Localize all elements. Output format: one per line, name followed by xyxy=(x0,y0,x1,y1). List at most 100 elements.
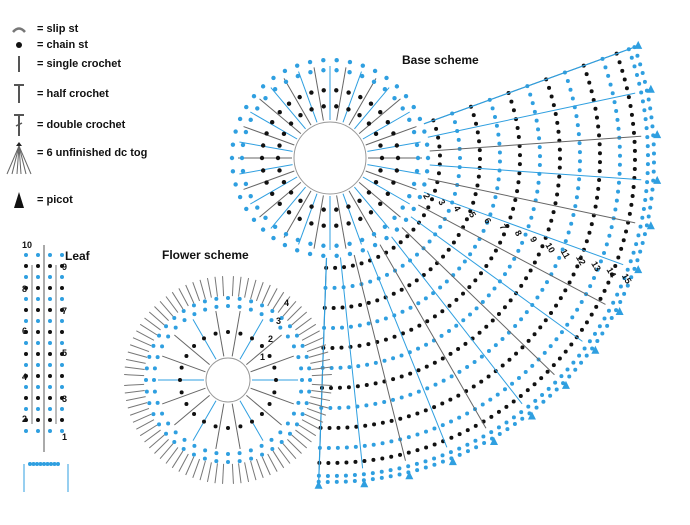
base-fan-stitch xyxy=(496,312,501,317)
legend-dc-tog: = 6 unfinished dc tog xyxy=(4,142,147,176)
leaf-stem-stitch xyxy=(49,462,53,466)
base-fan-stitch xyxy=(427,239,432,244)
flower-petal-stitch xyxy=(125,358,146,364)
base-edge-stitch xyxy=(638,249,643,254)
flower-chain-stitch xyxy=(160,344,165,349)
base-center-spoke xyxy=(283,190,312,238)
base-chain-stitch xyxy=(357,113,362,118)
base-fan-stitch xyxy=(557,255,562,260)
base-row-number: 9 xyxy=(528,235,539,244)
flower-petal-stitch xyxy=(129,407,150,416)
leaf-stem-stitch xyxy=(38,462,43,466)
base-fan-stitch xyxy=(577,353,582,358)
flower-petal-stitch xyxy=(148,311,165,326)
flower-petal-stitch xyxy=(238,463,242,484)
leaf-stitch xyxy=(36,352,40,356)
base-fan-stitch xyxy=(440,423,445,428)
base-fan-stitch xyxy=(408,371,413,376)
base-fan-stitch xyxy=(557,165,562,170)
base-edge-stitch xyxy=(651,160,656,165)
base-fan-stitch xyxy=(486,293,491,298)
flower-petal-stitch xyxy=(185,456,195,476)
flower-chain-stitch xyxy=(269,437,274,442)
flower-chain-stitch xyxy=(238,424,243,429)
base-chain-stitch xyxy=(382,86,388,92)
base-fan-stitch xyxy=(437,144,442,149)
flower-spoke xyxy=(246,334,282,365)
base-chain-stitch xyxy=(281,131,287,137)
base-fan-stitch xyxy=(415,448,420,453)
base-fan-stitch xyxy=(405,234,410,239)
base-picot xyxy=(591,345,600,354)
leaf-title: Leaf xyxy=(65,249,90,263)
base-fan-stitch xyxy=(398,452,403,457)
base-chain-stitch xyxy=(358,216,363,222)
base-edge-stitch xyxy=(541,399,546,404)
base-fan-stitch xyxy=(517,153,522,158)
base-edge-stitch xyxy=(651,151,656,156)
base-edge-stitch xyxy=(361,478,366,483)
base-fan-stitch xyxy=(477,156,482,161)
base-fan-stitch xyxy=(479,379,484,384)
base-fan-stitch xyxy=(603,65,608,70)
base-fan-stitch xyxy=(438,285,443,290)
base-picot xyxy=(405,471,414,480)
base-fan-stitch xyxy=(352,473,357,478)
base-chain-stitch xyxy=(281,179,287,185)
leaf-stitch xyxy=(36,341,40,345)
flower-petal-stitch xyxy=(178,453,189,472)
base-fan-stitch xyxy=(630,193,635,198)
base-fan-stitch xyxy=(517,171,522,176)
base-fan-stitch xyxy=(456,347,461,352)
leaf-stitch xyxy=(48,396,52,400)
flower-petal-stitch xyxy=(214,276,218,297)
flower-petal-stitch xyxy=(139,323,158,336)
base-chain-stitch xyxy=(334,243,339,248)
base-fan-stitch xyxy=(380,441,385,446)
leaf-stitch xyxy=(36,264,40,268)
base-fan-stitch xyxy=(584,320,589,325)
base-chain-stitch xyxy=(371,232,377,237)
base-chain-stitch xyxy=(277,168,282,173)
base-row-number: 11 xyxy=(559,247,572,260)
base-chain-stitch xyxy=(378,109,383,115)
base-fan-stitch xyxy=(456,393,461,398)
base-fan-stitch xyxy=(349,304,354,309)
base-chain-stitch xyxy=(379,155,385,161)
flower-chain-stitch xyxy=(238,331,243,336)
flower-petal-stitch xyxy=(127,402,148,409)
leaf-stitch xyxy=(24,385,28,389)
flower-chain-stitch xyxy=(300,378,304,382)
base-fan-stitch xyxy=(611,300,616,305)
base-chain-stitch xyxy=(407,193,412,199)
flower-petal-stitch xyxy=(222,276,225,297)
base-fan-stitch xyxy=(432,442,437,447)
base-fan-stitch xyxy=(548,344,553,349)
base-fan-stitch xyxy=(609,225,614,230)
base-center-spoke xyxy=(362,176,410,205)
base-fan-stitch xyxy=(384,272,389,277)
base-fan-stitch xyxy=(577,141,582,146)
leaf-row-number: 1 xyxy=(62,432,67,442)
base-fan-stitch xyxy=(496,409,501,414)
flower-chain-stitch xyxy=(226,460,230,464)
flower-petal-stitch xyxy=(298,424,317,437)
flower-chain-stitch xyxy=(296,355,301,360)
base-fan-stitch xyxy=(423,459,428,464)
leaf-stitch xyxy=(24,319,28,323)
flower-chain-stitch xyxy=(164,324,169,329)
base-edge-stitch xyxy=(640,71,645,76)
base-fan-stitch xyxy=(618,284,623,289)
base-fan-spoke xyxy=(427,178,636,224)
base-fan-stitch xyxy=(331,325,336,330)
base-fan-stitch xyxy=(553,380,558,385)
leaf-stitch xyxy=(24,264,28,268)
base-fan-stitch xyxy=(543,318,548,323)
base-fan-stitch xyxy=(511,415,516,420)
flower-chain-stitch xyxy=(226,330,230,334)
base-fan-stitch xyxy=(477,148,482,153)
flower-chain-stitch xyxy=(166,421,171,426)
base-fan-stitch xyxy=(465,365,470,370)
base-picot xyxy=(653,130,662,139)
base-fan-stitch xyxy=(475,183,480,188)
